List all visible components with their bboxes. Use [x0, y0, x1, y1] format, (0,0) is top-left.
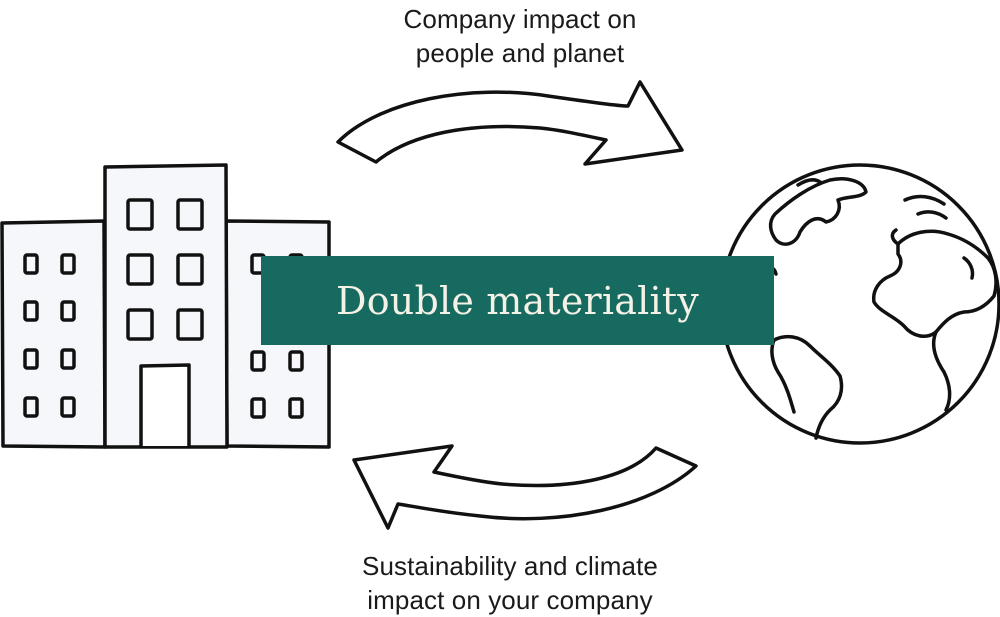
arrow-left-icon — [352, 444, 698, 530]
arrow-right-icon — [336, 80, 684, 166]
top-caption-line-1: Company impact on — [403, 4, 637, 34]
top-caption-line-2: people and planet — [415, 38, 625, 68]
bottom-caption-line-2: impact on your company — [367, 585, 653, 615]
bottom-caption-line-1: Sustainability and climate — [362, 551, 658, 581]
title-banner: Double materiality — [261, 256, 774, 345]
top-caption: Company impact on people and planet — [330, 2, 710, 70]
bottom-caption: Sustainability and climate impact on you… — [300, 549, 720, 617]
building-icon — [0, 163, 331, 449]
diagram-title: Double materiality — [336, 278, 699, 323]
